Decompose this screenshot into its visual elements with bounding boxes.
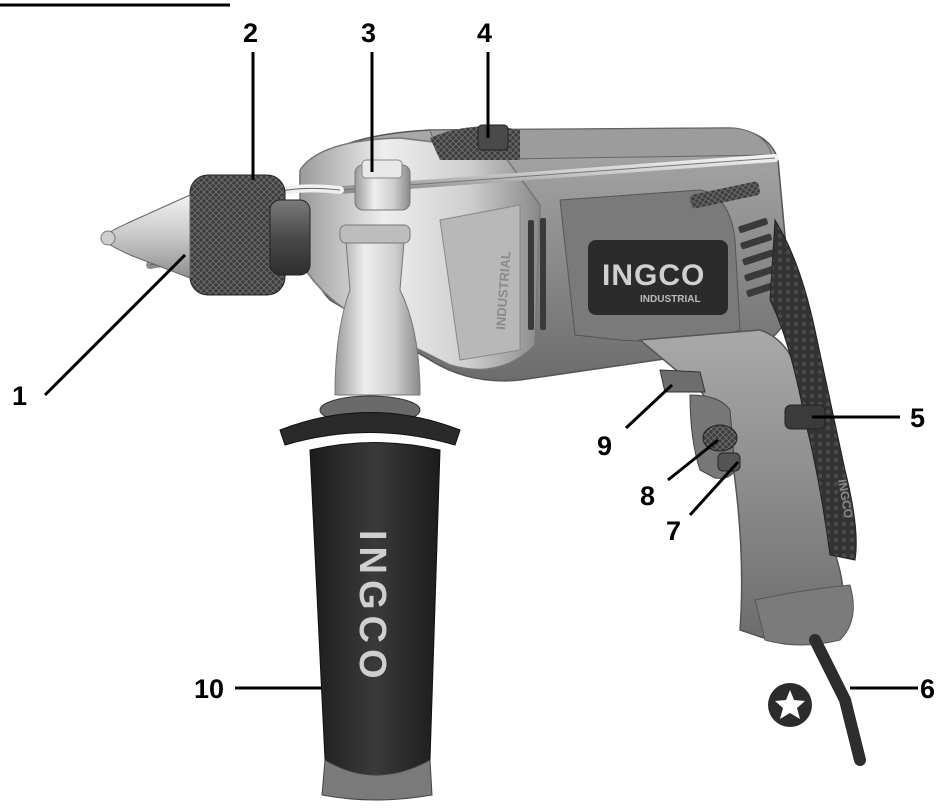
leader-line-7 — [688, 460, 740, 517]
callout-4: 4 — [477, 18, 492, 48]
callout-3: 3 — [361, 18, 376, 48]
leader-line-8 — [667, 438, 719, 482]
leader-lines — [43, 52, 918, 690]
leader-line-9 — [624, 383, 674, 430]
callout-5: 5 — [910, 403, 925, 433]
logo-subtitle: INDUSTRIAL — [640, 294, 701, 305]
callout-numbers: 1 2 3 4 5 6 7 8 9 10 — [12, 18, 935, 704]
logo-text: INGCO — [602, 259, 705, 292]
rear-vents — [738, 218, 776, 297]
handle-brand-text: INGCO — [835, 478, 856, 519]
mode-selector — [430, 124, 520, 160]
leader-line-1 — [43, 253, 187, 397]
callout-2: 2 — [243, 18, 258, 48]
power-cord — [809, 634, 866, 766]
callout-9: 9 — [597, 431, 612, 461]
callout-1: 1 — [12, 381, 27, 411]
drill-body: INDUSTRIAL INGCO INDUSTRIAL INGCO — [100, 124, 866, 801]
side-handle-clamp — [334, 159, 421, 396]
callout-6: 6 — [920, 674, 935, 704]
logo-plate — [588, 240, 728, 315]
auxiliary-handle: INGCO — [279, 395, 461, 801]
callout-7: 7 — [666, 516, 681, 546]
drill-chuck — [100, 174, 311, 296]
housing-industrial-text: INDUSTRIAL — [493, 251, 513, 331]
aux-handle-brand-text: INGCO — [351, 530, 393, 685]
callout-10: 10 — [194, 674, 224, 704]
callout-8: 8 — [640, 481, 655, 511]
cable-holder — [768, 683, 812, 727]
